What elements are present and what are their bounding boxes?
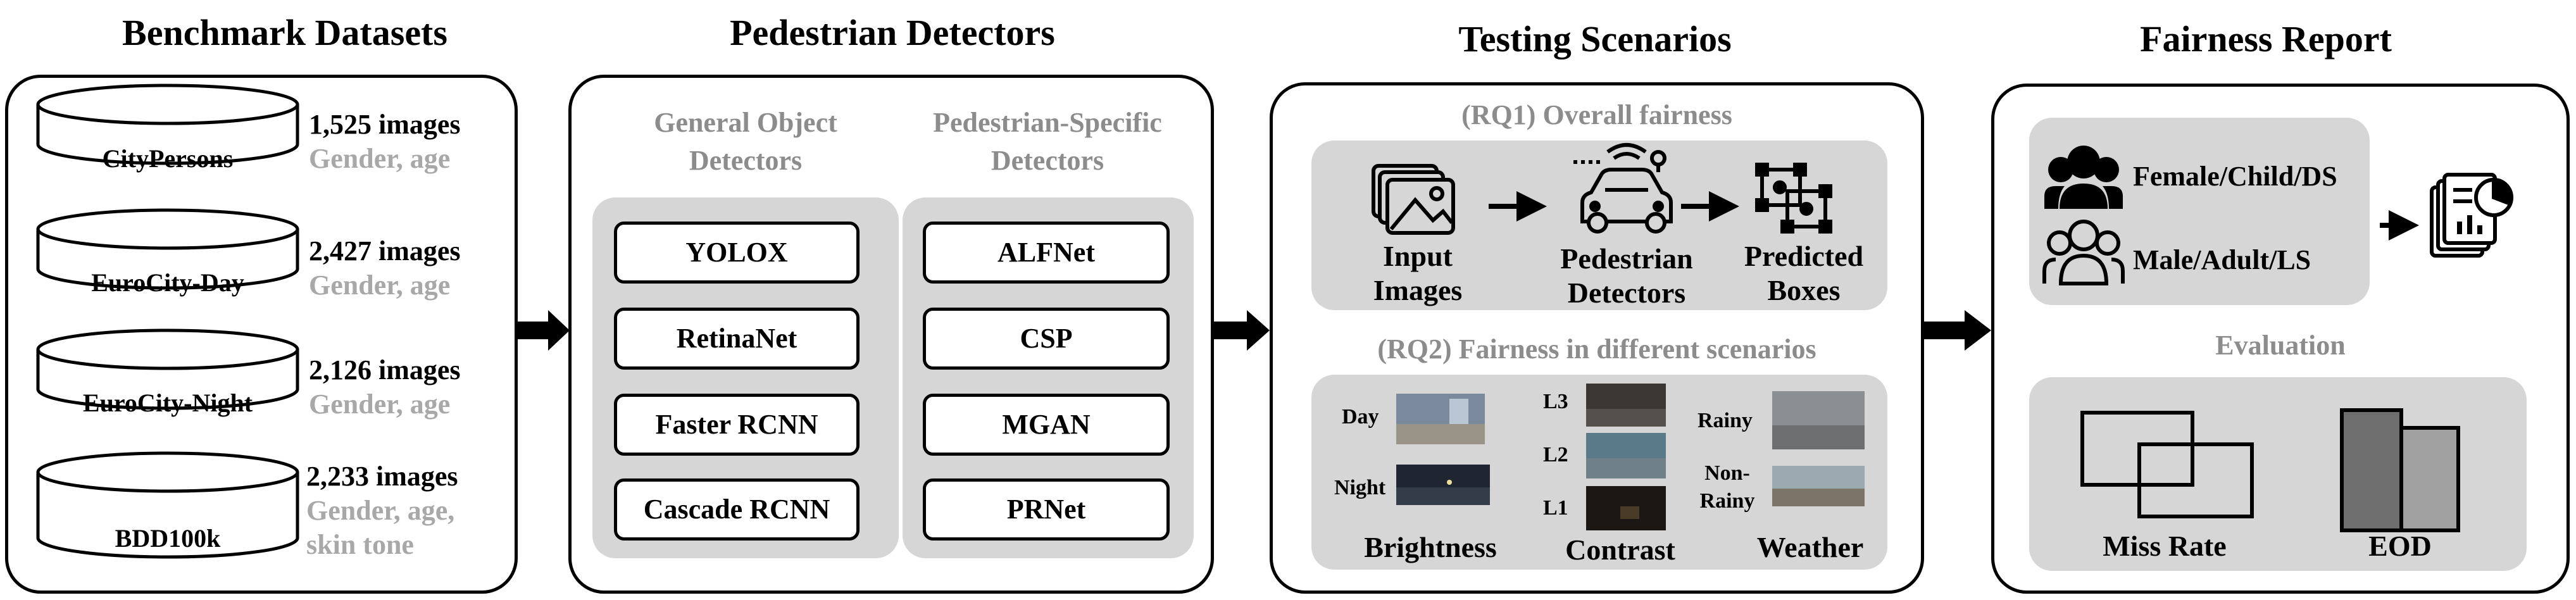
step-input-images: Input Images (1342, 239, 1494, 308)
report-icon (2430, 173, 2513, 258)
metric-miss-rate: Miss Rate (2103, 530, 2227, 562)
brightness-thumbnails (1396, 394, 1490, 505)
miss-rate-icon (2080, 411, 2254, 518)
detector-cascade-rcnn: Cascade RCNN (614, 478, 860, 541)
step-pedestrian-detectors: Pedestrian Detectors (1538, 242, 1715, 310)
image-count: 1,525 images (309, 109, 461, 140)
evaluation-title: Evaluation (2215, 330, 2346, 361)
step-line: Predicted (1744, 240, 1864, 272)
arrow-icon (518, 310, 570, 351)
group-advantaged: Male/Adult/LS (2133, 244, 2311, 275)
step-line: Images (1373, 274, 1463, 306)
detector-csp: CSP (923, 308, 1170, 370)
contrast-label: Contrast (1565, 534, 1675, 566)
dataset-name: EuroCity-Night (82, 389, 253, 417)
dataset-info: 2,233 images Gender, age, skin tone (306, 459, 509, 562)
level-l3: L3 (1543, 390, 1568, 413)
general-detectors-title: General Object Detectors (592, 104, 899, 180)
image-count: 2,427 images (309, 235, 461, 266)
group-filled-icon (2044, 146, 2123, 209)
eod-icon (2340, 408, 2460, 532)
annotation-attributes: skin tone (306, 529, 414, 560)
detector-yolox: YOLOX (614, 222, 860, 284)
detector-alfnet: ALFNet (923, 222, 1170, 284)
step-line: Detectors (1567, 277, 1686, 309)
arrow-icon (1214, 310, 1270, 351)
level-night: Night (1334, 476, 1386, 499)
level-rainy: Rainy (1698, 409, 1753, 432)
annotation-attributes: Gender, age (309, 270, 451, 301)
brightness-label: Brightness (1364, 531, 1497, 563)
image-count: 2,126 images (309, 354, 461, 385)
dataset-name: BDD100k (115, 524, 221, 553)
weather-label: Weather (1756, 531, 1864, 563)
title-pedestrian-detectors: Pedestrian Detectors (730, 12, 1055, 53)
dataset-name: CityPersons (102, 144, 234, 173)
contrast-thumbnails (1586, 384, 1666, 530)
rq1-title: (RQ1) Overall fairness (1461, 99, 1732, 130)
dataset-info: 2,126 images Gender, age (309, 353, 511, 422)
bounding-boxes-icon (1755, 163, 1832, 234)
title-testing-scenarios: Testing Scenarios (1458, 18, 1732, 59)
annotation-attributes: Gender, age (309, 389, 451, 420)
detector-retinanet: RetinaNet (614, 308, 860, 370)
weather-thumbnails (1772, 391, 1865, 506)
group-outline-icon (2042, 220, 2125, 285)
images-icon (1372, 164, 1455, 235)
subtitle-line: General Object (654, 107, 837, 138)
annotation-attributes: Gender, age, (306, 495, 455, 526)
rq2-title: (RQ2) Fairness in different scenarios (1377, 334, 1816, 365)
cylinder-icon (36, 84, 299, 165)
title-fairness-report: Fairness Report (2140, 18, 2392, 59)
subtitle-line: Detectors (991, 145, 1104, 176)
dataset-info: 1,525 images Gender, age (309, 108, 511, 176)
group-disadvantaged: Female/Child/DS (2133, 161, 2337, 192)
detector-prnet: PRNet (923, 478, 1170, 541)
level-line: Rainy (1699, 489, 1755, 513)
car-icon (1573, 143, 1673, 234)
step-line: Boxes (1767, 274, 1841, 306)
specific-detectors-title: Pedestrian-Specific Detectors (886, 104, 1209, 180)
level-l2: L2 (1543, 443, 1568, 466)
step-predicted-boxes: Predicted Boxes (1722, 239, 1886, 308)
step-line: Pedestrian (1560, 242, 1693, 275)
level-l1: L1 (1543, 496, 1568, 520)
dataset-info: 2,427 images Gender, age (309, 234, 511, 303)
cylinder-icon (36, 451, 299, 559)
level-day: Day (1342, 405, 1379, 428)
cylinder-icon (36, 208, 299, 290)
title-benchmark-datasets: Benchmark Datasets (122, 12, 447, 53)
level-line: Non- (1704, 461, 1750, 485)
level-non-rainy: Non- Rainy (1692, 459, 1762, 515)
image-count: 2,233 images (306, 461, 458, 492)
detector-faster-rcnn: Faster RCNN (614, 394, 860, 456)
detector-mgan: MGAN (923, 394, 1170, 456)
annotation-attributes: Gender, age (309, 143, 451, 174)
dataset-name: EuroCity-Day (91, 268, 244, 297)
metric-eod: EOD (2368, 530, 2432, 562)
cylinder-icon (36, 328, 299, 410)
arrow-icon (1924, 310, 1991, 351)
step-line: Input (1383, 240, 1453, 272)
subtitle-line: Detectors (689, 145, 803, 176)
subtitle-line: Pedestrian-Specific (933, 107, 1162, 138)
